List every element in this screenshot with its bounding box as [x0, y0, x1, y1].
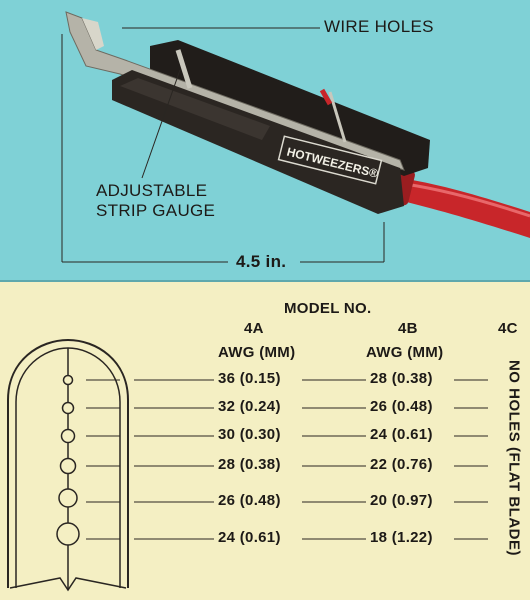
row-3-4a: 30 (0.30) — [218, 426, 281, 443]
grip-texture — [120, 78, 270, 140]
row-1-4a: 36 (0.15) — [218, 370, 281, 387]
row-3-4b: 24 (0.61) — [370, 426, 433, 443]
row-6-4a: 24 (0.61) — [218, 529, 281, 546]
awg-header-4a: AWG (MM) — [218, 344, 296, 361]
row-1-4b: 28 (0.38) — [370, 370, 433, 387]
row-2-4b: 26 (0.48) — [370, 398, 433, 415]
awg-header-4b: AWG (MM) — [366, 344, 444, 361]
model-4a-header: 4A — [244, 320, 264, 337]
row-5-4b: 20 (0.97) — [370, 492, 433, 509]
strip-gauge-lever — [175, 49, 193, 89]
strip-gauge-label-line1: ADJUSTABLE — [96, 181, 208, 200]
rear-lever-tip — [319, 88, 333, 106]
cable-highlight — [404, 182, 530, 218]
tweezers-illustration — [61, 11, 530, 263]
upper-handle — [150, 40, 430, 176]
model-4c-header: 4C — [498, 320, 518, 337]
length-dimension-label: 4.5 in. — [236, 252, 287, 271]
row-6-4b: 18 (1.22) — [370, 529, 433, 546]
blade-tip — [82, 18, 104, 50]
model-4c-note: NO HOLES (FLAT BLADE) — [505, 359, 523, 557]
row-2-4a: 32 (0.24) — [218, 398, 281, 415]
panel-divider — [0, 280, 530, 283]
strip-gauge-leader — [141, 69, 181, 179]
wire-holes-label: WIRE HOLES — [324, 17, 434, 36]
model-4b-header: 4B — [398, 320, 418, 337]
strip-gauge-label-line2: STRIP GAUGE — [96, 201, 216, 220]
row-4-4a: 28 (0.38) — [218, 456, 281, 473]
red-cable — [398, 178, 530, 238]
row-4-4b: 22 (0.76) — [370, 456, 433, 473]
brand-logo-badge — [277, 135, 383, 185]
row-5-4a: 26 (0.48) — [218, 492, 281, 509]
model-no-title: MODEL NO. — [284, 300, 372, 317]
rear-lever — [328, 91, 347, 143]
